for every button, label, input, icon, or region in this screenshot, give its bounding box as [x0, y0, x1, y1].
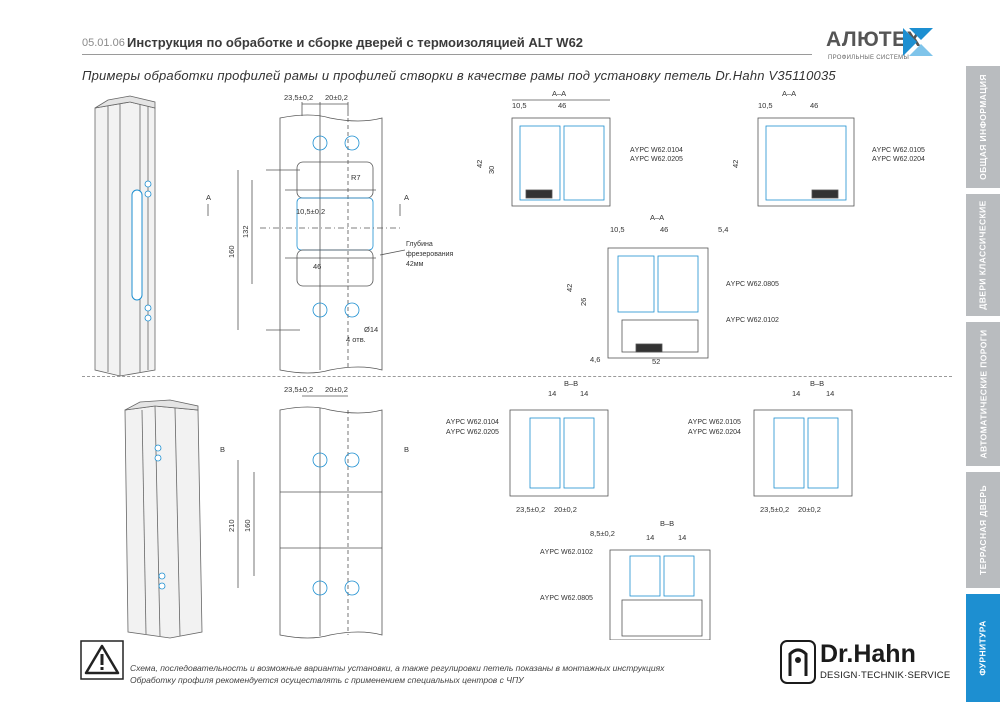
section-b-title-2: B–B — [810, 379, 824, 388]
section-mark-a-left: A — [206, 193, 211, 202]
partner-mark-icon — [780, 640, 816, 684]
profile-code-0205-b: АYPC W62.0205 — [446, 429, 499, 436]
profile-code-0204: АYPC W62.0204 — [872, 156, 925, 163]
section-a-d30: 30 — [487, 166, 496, 174]
section-b-d85: 8,5±0,2 — [590, 529, 615, 538]
section-a-title-3: A–A — [650, 213, 664, 222]
section-a-center-d26: 26 — [579, 298, 588, 306]
section-b-center — [609, 549, 711, 640]
profile-code-0104: АYPC W62.0104 — [630, 147, 683, 154]
section-a-right-d46: 46 — [810, 101, 818, 110]
section-a-d105: 10,5 — [512, 101, 527, 110]
section-a-right-d105: 10,5 — [758, 101, 773, 110]
install-note: Схема, последовательность и возможные ва… — [130, 662, 664, 686]
tab-automatic-thresholds[interactable]: АВТОМАТИЧЕСКИЕ ПОРОГИ — [966, 322, 1000, 466]
section-b-right — [753, 409, 853, 497]
section-mark-b-left: B — [220, 445, 225, 454]
section-a-center-d42: 42 — [565, 284, 574, 292]
section-mark-a-right: A — [404, 193, 409, 202]
section-a-right-d42: 42 — [731, 160, 740, 168]
profile-code-0205: АYPC W62.0205 — [630, 156, 683, 163]
profile-code-0105-b: АYPC W62.0105 — [688, 419, 741, 426]
profile-code-0805-b: АYPC W62.0805 — [540, 595, 593, 602]
section-b-d14-b: 14 — [580, 389, 588, 398]
bottom-dim-23-5: 23,5±0,2 — [284, 385, 313, 394]
section-a-d46: 46 — [558, 101, 566, 110]
profile-code-0102-b: АYPC W62.0102 — [540, 549, 593, 556]
dim-hole-diameter: Ø14 — [364, 325, 378, 334]
section-a-title-2: A–A — [782, 89, 796, 98]
brand-tagline: ПРОФИЛЬНЫЕ СИСТЕМЫ — [828, 55, 910, 61]
profile-code-0204-b: АYPC W62.0204 — [688, 429, 741, 436]
dim-160: 160 — [227, 245, 236, 258]
profile-code-0105: АYPC W62.0105 — [872, 147, 925, 154]
section-b-right-d14-a: 14 — [792, 389, 800, 398]
warning-icon — [80, 640, 124, 680]
profile-3d-top — [94, 95, 156, 377]
tab-general-info[interactable]: ОБЩАЯ ИНФОРМАЦИЯ — [966, 66, 1000, 188]
page-subtitle: Примеры обработки профилей рамы и профил… — [82, 68, 836, 83]
brand-logo: АЛЮТЕХ ПРОФИЛЬНЫЕ СИСТЕМЫ — [826, 28, 936, 64]
section-a-title-1: A–A — [552, 89, 566, 98]
section-b-d235: 23,5±0,2 — [516, 505, 545, 514]
section-a-center-d46b: 4,6 — [590, 355, 600, 364]
section-b-right-d20: 20±0,2 — [798, 505, 821, 514]
profile-3d-bottom — [124, 399, 203, 639]
section-b-center-d14-b: 14 — [678, 533, 686, 542]
dim-hole-count: 4 отв. — [346, 335, 366, 344]
technical-drawing: 23,5±0,2 20±0,2 10,5±0,2 46 R7 Ø14 4 отв… — [94, 89, 925, 640]
partner-logo: Dr.Hahn DESIGN·TECHNIK·SERVICE — [780, 640, 950, 690]
tab-terrace-door[interactable]: ТЕРРАСНАЯ ДВЕРЬ — [966, 472, 1000, 588]
bottom-dim-20: 20±0,2 — [325, 385, 348, 394]
section-b-right-d14-b: 14 — [826, 389, 834, 398]
profile-code-0102: АYPC W62.0102 — [726, 317, 779, 324]
profile-code-0805: АYPC W62.0805 — [726, 281, 779, 288]
section-a-center — [607, 247, 709, 359]
section-a-left — [511, 99, 611, 207]
brand-name: АЛЮТЕХ — [826, 28, 922, 51]
dim-radius: R7 — [351, 173, 361, 182]
section-b-d20: 20±0,2 — [554, 505, 577, 514]
brand-mark-icon — [903, 28, 933, 56]
section-b-title-1: B–B — [564, 379, 578, 388]
install-note-line-2: Обработку профиля рекомендуется осуществ… — [130, 675, 524, 685]
tab-hardware[interactable]: ФУРНИТУРА — [966, 594, 1000, 702]
profile-code-0104-b: АYPC W62.0104 — [446, 419, 499, 426]
depth-label-1: Глубина — [406, 240, 433, 248]
section-number: 05.01.06 — [82, 37, 125, 49]
dim-20: 20±0,2 — [325, 93, 348, 102]
section-b-right-d235: 23,5±0,2 — [760, 505, 789, 514]
tab-classic-doors[interactable]: ДВЕРИ КЛАССИЧЕСКИЕ — [966, 194, 1000, 316]
section-a-center-d105: 10,5 — [610, 225, 625, 234]
partner-name: Dr.Hahn — [820, 640, 916, 668]
section-b-d14-a: 14 — [548, 389, 556, 398]
section-a-center-d52: 52 — [652, 357, 660, 366]
document-title: Инструкция по обработке и сборке дверей … — [127, 35, 584, 50]
install-note-line-1: Схема, последовательность и возможные ва… — [130, 663, 665, 673]
section-mark-b-right: B — [404, 445, 409, 454]
section-a-center-d54: 5,4 — [718, 225, 728, 234]
section-a-center-d46: 46 — [660, 225, 668, 234]
bottom-dim-160: 160 — [243, 519, 252, 532]
sidebar-tabs: ОБЩАЯ ИНФОРМАЦИЯ ДВЕРИ КЛАССИЧЕСКИЕ АВТО… — [966, 66, 1000, 702]
dim-132: 132 — [241, 225, 250, 238]
plan-view-bottom — [237, 395, 383, 639]
section-a-d42: 42 — [475, 160, 484, 168]
plan-view-top — [207, 102, 406, 374]
section-a-right — [757, 117, 855, 207]
bottom-dim-210: 210 — [227, 519, 236, 532]
section-b-left — [509, 409, 609, 497]
page-header: 05.01.06 Инструкция по обработке и сборк… — [0, 0, 1000, 61]
depth-label-3: 42мм — [406, 261, 424, 268]
header-divider — [82, 54, 812, 55]
section-divider — [82, 376, 952, 377]
depth-label-2: фрезерования — [406, 251, 454, 258]
dim-slot: 10,5±0,2 — [296, 207, 325, 216]
section-b-title-3: B–B — [660, 519, 674, 528]
section-b-center-d14-a: 14 — [646, 533, 654, 542]
dim-46: 46 — [313, 262, 321, 271]
dim-23-5: 23,5±0,2 — [284, 93, 313, 102]
partner-tagline: DESIGN·TECHNIK·SERVICE — [820, 670, 951, 681]
